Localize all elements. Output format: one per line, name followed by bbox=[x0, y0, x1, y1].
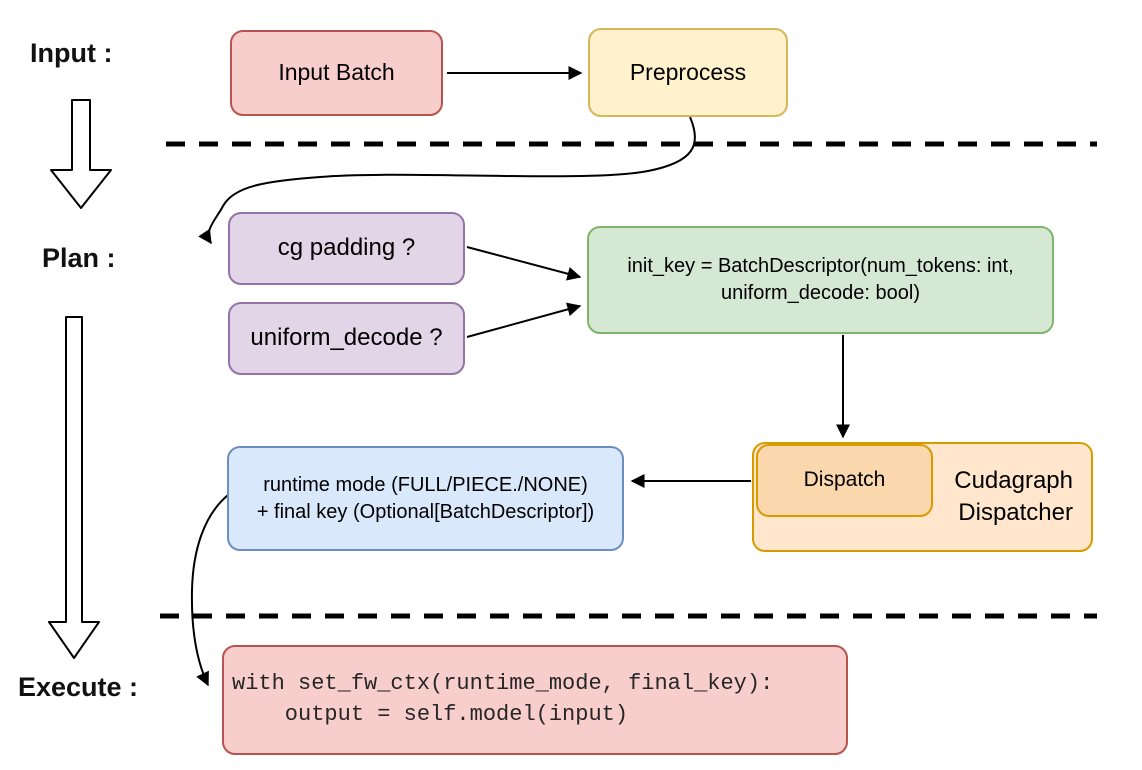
connector-uniformdecode-initkey bbox=[466, 302, 582, 338]
preprocess-node: Preprocess bbox=[588, 28, 788, 117]
cudagraph-dispatcher-line1: Cudagraph bbox=[954, 466, 1073, 494]
runtime-mode-line1: runtime mode (FULL/PIECE./NONE) bbox=[263, 473, 588, 496]
plan-to-execute-arrow-icon bbox=[48, 316, 100, 659]
input-batch-node: Input Batch bbox=[230, 30, 443, 116]
execute-code-node: with set_fw_ctx(runtime_mode, final_key)… bbox=[222, 645, 848, 755]
runtime-mode-line2: + final key (Optional[BatchDescriptor]) bbox=[256, 500, 595, 523]
input-batch-label: Input Batch bbox=[278, 59, 395, 86]
execute-code-line1: with set_fw_ctx(runtime_mode, final_key)… bbox=[232, 671, 774, 697]
init-key-line1: init_key = BatchDescriptor(num_tokens: i… bbox=[627, 255, 1014, 277]
cg-padding-label: cg padding ? bbox=[277, 234, 416, 262]
input-stage-label: Input : bbox=[30, 38, 113, 68]
dispatch-label: Dispatch bbox=[803, 468, 886, 492]
preprocess-label: Preprocess bbox=[629, 58, 747, 85]
connector-preprocess-cgpadding bbox=[198, 116, 696, 245]
connector-cgpadding-initkey bbox=[466, 246, 582, 281]
plan-stage-label: Plan : bbox=[42, 243, 116, 273]
uniform-decode-label: uniform_decode ? bbox=[250, 324, 443, 352]
execute-code-line2: output = self.model(input) bbox=[232, 702, 629, 727]
init-key-line2: uniform_decode: bool) bbox=[720, 282, 920, 304]
init-key-node: init_key = BatchDescriptor(num_tokens: i… bbox=[587, 226, 1054, 334]
dispatch-node: Dispatch bbox=[756, 444, 933, 517]
uniform-decode-node: uniform_decode ? bbox=[228, 302, 465, 375]
cg-padding-node: cg padding ? bbox=[228, 212, 465, 285]
runtime-mode-node: runtime mode (FULL/PIECE./NONE) + final … bbox=[227, 446, 624, 551]
connector-runtimemode-executecode bbox=[190, 494, 229, 687]
cudagraph-dispatcher-line2: Dispatcher bbox=[958, 499, 1073, 526]
execute-stage-label: Execute : bbox=[18, 672, 139, 702]
input-to-plan-arrow-icon bbox=[50, 99, 112, 209]
